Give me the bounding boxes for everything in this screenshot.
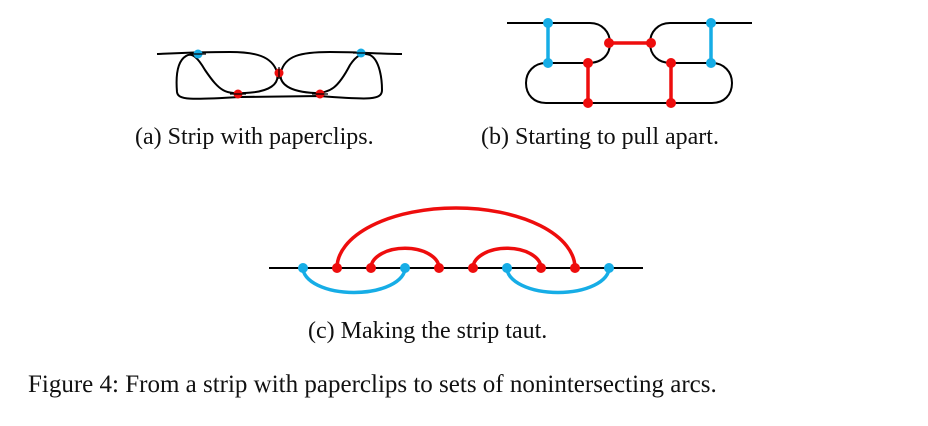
strip-b	[507, 22, 752, 104]
blue-point	[298, 263, 308, 273]
blue-point	[604, 263, 614, 273]
subfigure-b-caption: (b) Starting to pull apart.	[481, 124, 719, 150]
red-point	[434, 263, 444, 273]
subfigure-c-caption: (c) Making the strip taut.	[308, 318, 548, 344]
red-point	[570, 263, 580, 273]
red-arc	[335, 206, 577, 269]
blue-arc	[301, 267, 407, 295]
blue-point	[706, 18, 716, 28]
subfigure-a-caption: (a) Strip with paperclips.	[135, 124, 374, 150]
figure-caption: Figure 4: From a strip with paperclips t…	[28, 371, 717, 398]
blue-arc	[505, 267, 611, 295]
subfigure-b-diagram	[507, 18, 752, 108]
red-point	[666, 58, 676, 68]
strip-a-overlay	[190, 52, 369, 95]
red-point	[583, 98, 593, 108]
red-point	[366, 263, 376, 273]
subfigure-a-diagram	[156, 48, 403, 100]
red-point	[604, 38, 614, 48]
red-point	[332, 263, 342, 273]
red-arc	[471, 246, 543, 269]
red-point	[666, 98, 676, 108]
red-point	[536, 263, 546, 273]
blue-point	[706, 58, 716, 68]
red-point	[646, 38, 656, 48]
red-arc	[369, 246, 441, 269]
strip-a	[156, 50, 403, 100]
blue-point	[502, 263, 512, 273]
subfigure-c-diagram	[269, 206, 643, 295]
red-point	[583, 58, 593, 68]
red-point	[468, 263, 478, 273]
blue-point	[543, 58, 553, 68]
blue-point	[543, 18, 553, 28]
blue-point	[400, 263, 410, 273]
